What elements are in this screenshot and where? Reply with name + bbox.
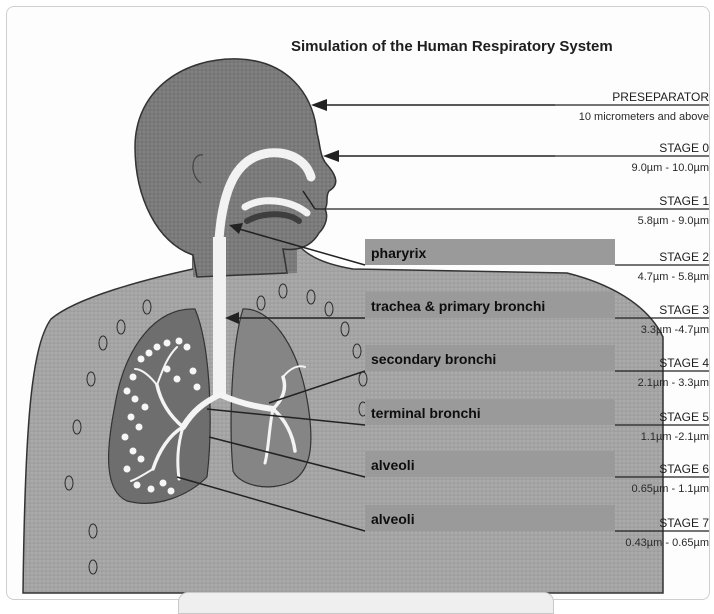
region-label: secondary bronchi — [371, 351, 496, 367]
stage-label: STAGE 1 — [659, 194, 709, 208]
stage-range: 10 micrometers and above — [579, 111, 709, 123]
region-label: terminal bronchi — [371, 405, 481, 421]
image-viewer-tab — [178, 592, 554, 614]
stage-range: 3.3µm -4.7µm — [641, 324, 709, 336]
stage-range: 4.7µm - 5.8µm — [638, 271, 709, 283]
stage-label: PRESEPARATOR — [612, 90, 709, 104]
region-label: alveoli — [371, 457, 415, 473]
stage-label: STAGE 3 — [659, 303, 709, 317]
region-label: trachea & primary bronchi — [371, 298, 545, 314]
stage-range: 1.1µm -2.1µm — [641, 431, 709, 443]
diagram-title: Simulation of the Human Respiratory Syst… — [291, 38, 613, 55]
stage-range: 9.0µm - 10.0µm — [632, 162, 709, 174]
stage-label: STAGE 6 — [659, 462, 709, 476]
region-label: pharyrix — [371, 245, 426, 261]
stage-range: 5.8µm - 9.0µm — [638, 215, 709, 227]
stage-label: STAGE 5 — [659, 410, 709, 424]
stage-label: STAGE 0 — [659, 141, 709, 155]
trachea — [213, 237, 226, 397]
region-label: alveoli — [371, 511, 415, 527]
stage-label: STAGE 2 — [659, 250, 709, 264]
stage-label: STAGE 7 — [659, 516, 709, 530]
stage-range: 0.65µm - 1.1µm — [632, 483, 709, 495]
stage-range: 2.1µm - 3.3µm — [638, 377, 709, 389]
figure-frame: Simulation of the Human Respiratory Syst… — [6, 6, 710, 600]
respiratory-diagram: Simulation of the Human Respiratory Syst… — [7, 7, 709, 599]
stage-label: STAGE 4 — [659, 356, 709, 370]
stage-range: 0.43µm - 0.65µm — [625, 537, 709, 549]
